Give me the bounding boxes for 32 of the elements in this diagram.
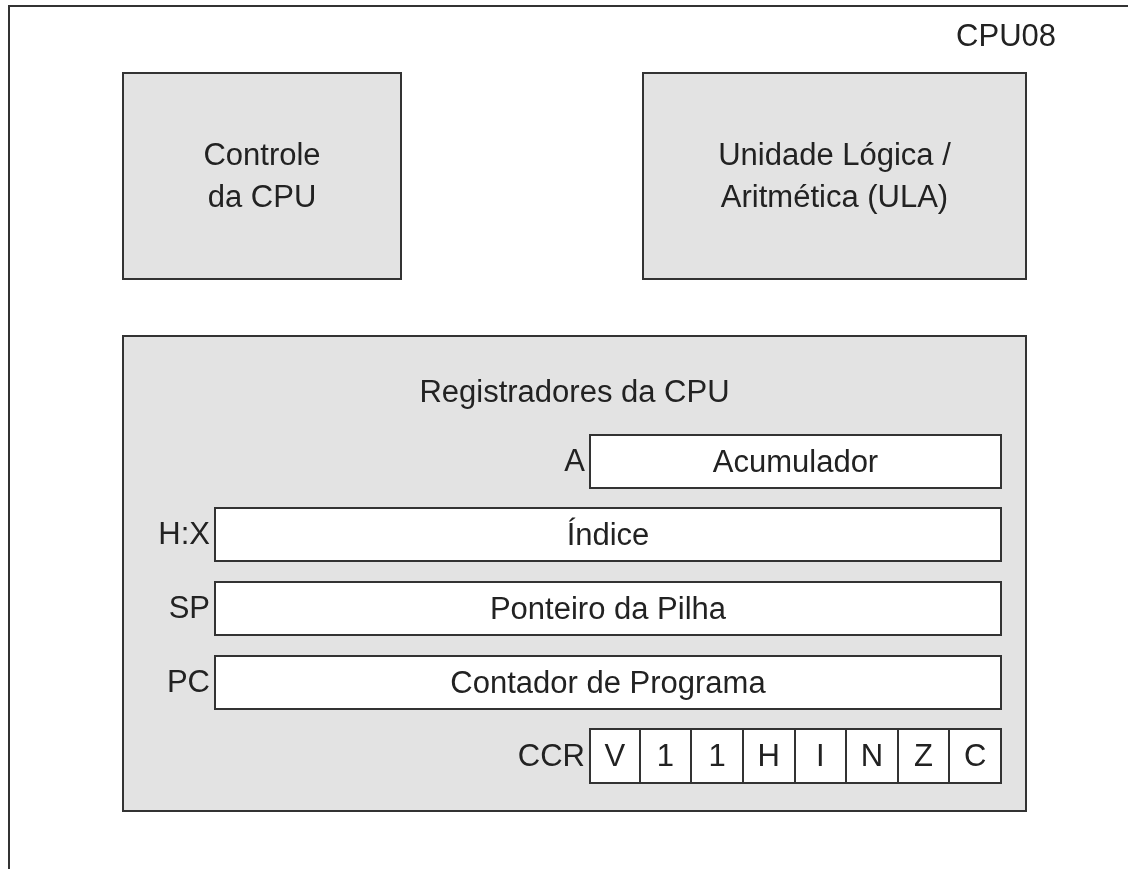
flag-cell: [896, 728, 951, 784]
unit-box: [642, 72, 1027, 280]
register-label: SP: [168, 589, 211, 628]
flag-label: V: [604, 737, 626, 775]
register-name: Contador de Programa: [450, 663, 766, 702]
register-label: CCR: [517, 736, 586, 775]
frame-title: CPU08: [956, 17, 1056, 55]
flag-cell: [793, 728, 848, 784]
register-label: A: [564, 442, 586, 481]
flag-cell: [638, 728, 693, 784]
flag-label: 1: [656, 737, 675, 775]
unit-label: Unidade Lógica / Aritmética (ULA): [717, 136, 952, 216]
flag-cell: [741, 728, 796, 784]
register-group-box: [122, 335, 1027, 812]
flag-label: Z: [914, 737, 934, 775]
flag-label: N: [860, 737, 884, 775]
flag-label: 1: [708, 737, 726, 775]
flag-label: I: [816, 737, 825, 775]
register-name: Índice: [566, 515, 650, 554]
group-title: Registradores da CPU: [419, 373, 730, 411]
flag-cell: [948, 728, 1002, 784]
flag-label: H: [757, 737, 780, 775]
unit-label: Controle da CPU: [202, 136, 322, 216]
flag-label: C: [964, 737, 987, 775]
register-label: H:X: [158, 515, 211, 554]
register-name: Acumulador: [712, 442, 879, 481]
unit-box: [122, 72, 402, 280]
register-label: PC: [166, 663, 211, 702]
flag-cell: [845, 728, 899, 784]
flag-cell: [690, 728, 744, 784]
register-name: Ponteiro da Pilha: [489, 589, 727, 628]
cpu-frame: [8, 5, 1128, 869]
